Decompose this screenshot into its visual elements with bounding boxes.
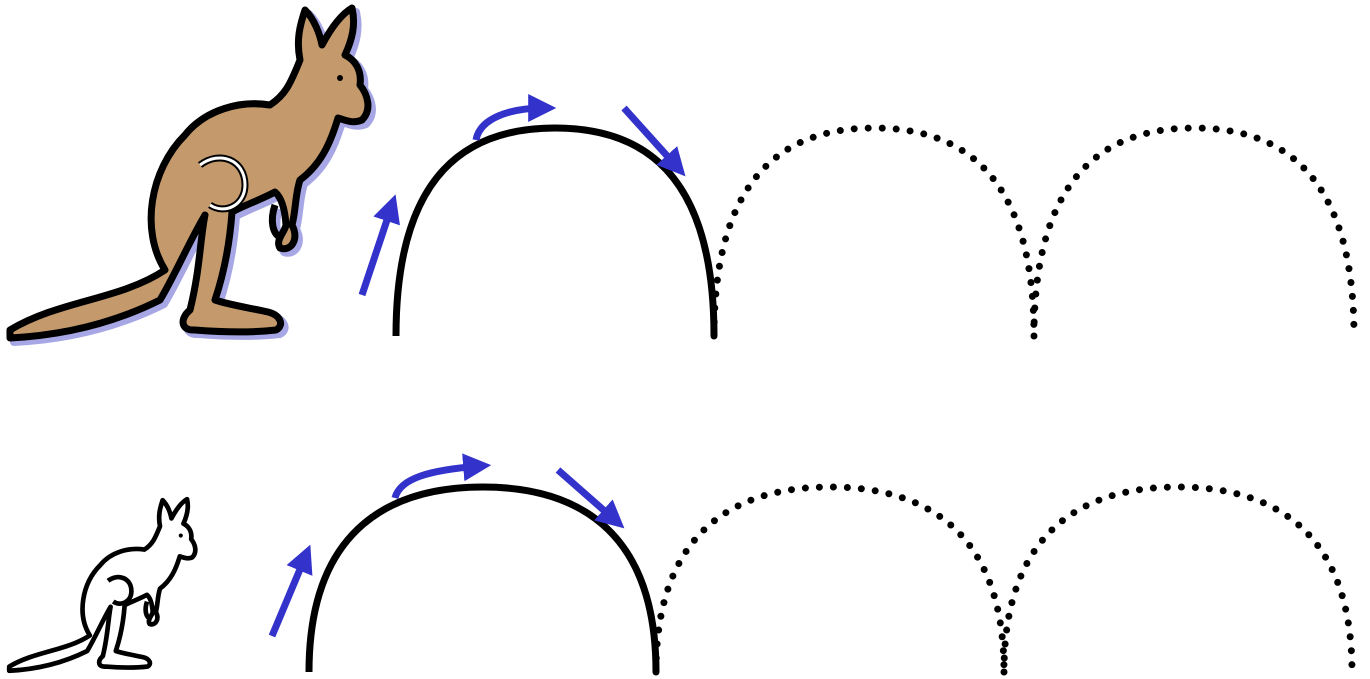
dotted-jump-arc — [1004, 487, 1352, 672]
dotted-jump-arc — [656, 487, 1004, 672]
up-right-arrow — [272, 555, 306, 636]
row-1 — [10, 8, 1354, 342]
row-2 — [9, 466, 1352, 672]
up-right-arrow — [362, 205, 392, 295]
kangaroo-icon — [10, 8, 372, 342]
dotted-jump-arc — [714, 128, 1034, 336]
dotted-jump-arc — [1034, 128, 1354, 336]
kangaroo-icon — [9, 499, 195, 671]
